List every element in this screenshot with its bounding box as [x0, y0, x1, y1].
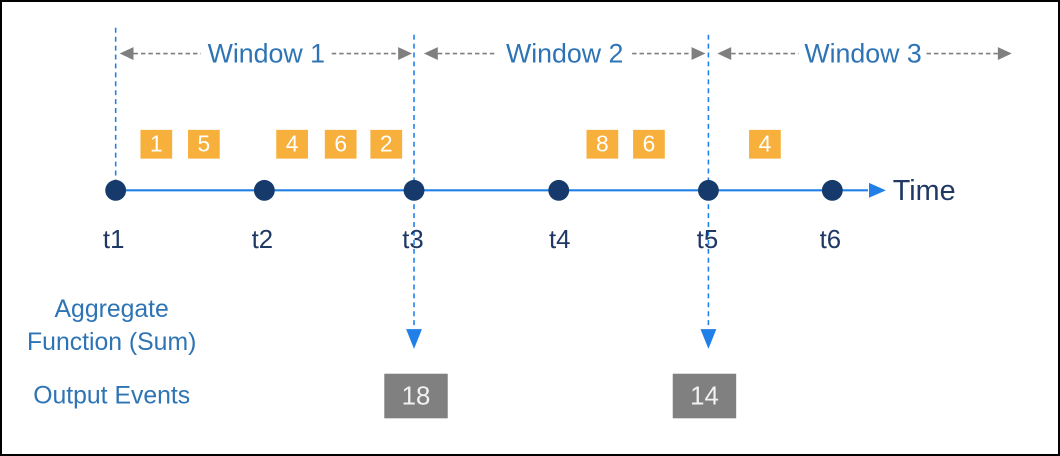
arrow-left-icon	[717, 47, 732, 60]
event-value: 6	[643, 131, 656, 157]
row-labels: Aggregate Function (Sum) Output Events	[27, 296, 196, 409]
event-box	[276, 129, 308, 159]
event-box	[586, 129, 619, 159]
window-2-span: Window 2	[423, 38, 706, 68]
arrow-right-icon	[691, 47, 706, 60]
timeline-dot-t2	[253, 179, 275, 201]
time-axis-label: Time	[893, 175, 956, 207]
event-value: 5	[198, 131, 211, 157]
aggregate-function-label-line1: Aggregate	[55, 296, 169, 323]
window-1-span: Window 1	[119, 38, 413, 68]
timeline-dot-t1	[105, 179, 127, 201]
event-box	[324, 129, 357, 159]
event-box	[188, 129, 220, 159]
event-value: 4	[286, 131, 299, 157]
arrow-right-icon	[398, 47, 413, 60]
timeline-dot-t6	[821, 179, 843, 201]
tick-label-t6: t6	[820, 226, 841, 254]
event-box	[370, 129, 403, 159]
output-value-t3: 18	[402, 382, 431, 410]
output-events-label: Output Events	[33, 382, 190, 409]
tick-labels: t1 t2 t3 t4 t5 t6	[103, 226, 841, 254]
event-value: 6	[334, 131, 347, 157]
output-events: 18 14	[384, 373, 737, 419]
event-value: 4	[759, 131, 772, 157]
event-box	[749, 129, 781, 159]
event-value: 2	[380, 131, 393, 157]
output-box-t5	[672, 373, 737, 419]
tick-label-t3: t3	[402, 226, 424, 254]
event-box	[633, 129, 665, 159]
tick-label-t1: t1	[103, 226, 125, 254]
tick-label-t4: t4	[549, 226, 571, 254]
window-1-label: Window 1	[208, 38, 325, 68]
arrow-right-icon	[997, 47, 1012, 60]
output-arrowhead-t5-icon	[700, 329, 717, 349]
aggregate-function-label-line2: Function (Sum)	[27, 329, 196, 356]
timeline-axis: Time	[105, 175, 956, 207]
output-value-t5: 14	[690, 382, 719, 410]
arrow-left-icon	[119, 47, 134, 60]
arrow-left-icon	[423, 47, 438, 60]
tick-label-t2: t2	[252, 226, 274, 254]
event-box	[140, 129, 173, 159]
event-value: 1	[150, 131, 163, 157]
event-value: 8	[596, 131, 609, 157]
timeline-arrowhead-icon	[869, 182, 886, 198]
output-arrowhead-t3-icon	[406, 329, 422, 349]
window-3-label: Window 3	[804, 38, 921, 68]
timeline-dot-t3	[403, 179, 425, 201]
input-events: 1 5 4 6 2 8 6 4	[140, 129, 781, 159]
tick-label-t5: t5	[697, 226, 719, 254]
timeline-dot-t4	[548, 179, 570, 201]
output-box-t3	[384, 373, 448, 419]
window-3-span: Window 3	[717, 38, 1012, 68]
timeline-dot-t5	[698, 179, 719, 201]
window-2-label: Window 2	[506, 38, 623, 68]
